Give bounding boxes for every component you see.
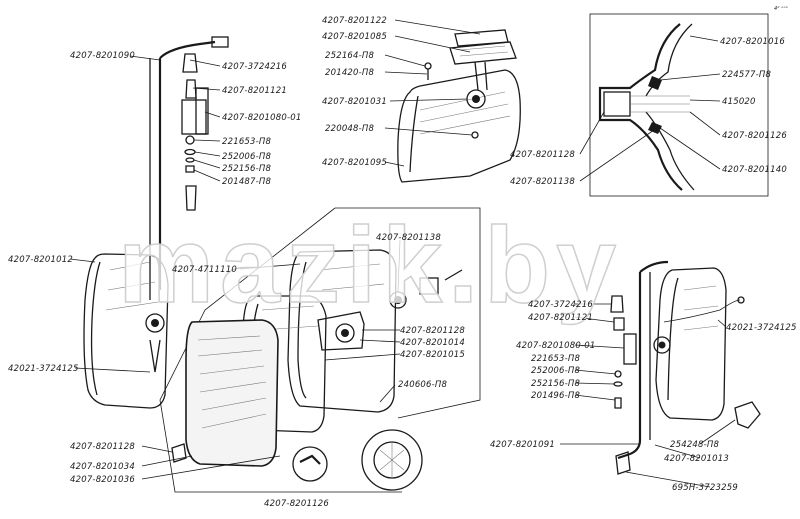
- label-cup-8201128: 4207-8201128: [510, 150, 575, 160]
- label-cup-8201128-b: 4207-8201128: [400, 326, 465, 336]
- left-plug: [211, 36, 229, 48]
- label-connector-695: 695Н-3723259: [672, 483, 738, 493]
- left-screw: [185, 135, 195, 145]
- right-ball-joint: [653, 336, 671, 354]
- left-clamp: [181, 99, 207, 135]
- corner-mark: 4ᵈ ᵒᵒᵒ: [774, 6, 788, 12]
- label-washer-252006: 252006-П8: [222, 152, 272, 162]
- center-frame: [241, 295, 327, 433]
- label-mirror-left: 4207-8201012: [8, 255, 73, 265]
- right-plug: [615, 451, 631, 475]
- label-screw-221653-r: 221653-П8: [531, 354, 581, 364]
- label-bolt-201420: 201420-П8: [325, 68, 375, 78]
- label-cap-254248: 254248-П8: [670, 440, 720, 450]
- label-cable-left: 42021-3724125: [8, 364, 79, 374]
- label-body-8201014: 4207-8201014: [400, 338, 465, 348]
- center-exploded-assembly: [159, 207, 481, 493]
- label-bushing-top: 4207-8201121: [222, 86, 287, 96]
- label-wire-4711110: 4207-4711110: [172, 265, 237, 275]
- section-housing: [598, 23, 683, 191]
- left-lower-bushing: [185, 185, 197, 211]
- right-cable: [663, 299, 741, 323]
- label-ball-8201126: 4207-8201126: [722, 131, 787, 141]
- label-cable-right: 42021-3724125: [726, 323, 797, 333]
- label-sleeve-right: 4207-3724216: [528, 300, 593, 310]
- label-washer-252156-r: 252156-П8: [531, 379, 581, 389]
- left-mirror-housing: [83, 253, 169, 409]
- label-clamp-top: 4207-8201080-01: [222, 113, 301, 123]
- label-bracket-right: 4207-8201091: [490, 440, 555, 450]
- label-clamp-right: 4207-8201080-01: [516, 341, 595, 351]
- label-spring-224577: 224577-П8: [722, 70, 772, 80]
- label-washer-252156: 252156-П8: [222, 164, 272, 174]
- watermark: mazik.by: [118, 204, 622, 325]
- label-bracket-top: 4207-8201090: [70, 51, 135, 61]
- label-stop-8201013: 4207-8201013: [664, 454, 729, 464]
- label-heater-8201126: 4207-8201126: [264, 499, 329, 509]
- right-connector: [734, 401, 761, 429]
- label-housing-8201016: 4207-8201016: [720, 37, 785, 47]
- cross-section-detail: [589, 13, 769, 197]
- center-mirror-glass: [185, 319, 279, 467]
- label-glass-8201034: 4207-8201034: [70, 462, 135, 472]
- center-clip: [171, 443, 187, 463]
- label-washer-252006-r: 252006-П8: [531, 366, 581, 376]
- left-bushing: [185, 79, 197, 99]
- top-mirror-housing: [397, 69, 521, 183]
- label-screw-221653: 221653-П8: [222, 137, 272, 147]
- left-mirror-assembly: [83, 36, 229, 409]
- label-housing-8201095: 4207-8201095: [322, 158, 387, 168]
- label-ring-8201138-b: 4207-8201138: [376, 233, 441, 243]
- seal-detail: [292, 446, 328, 482]
- label-screw-240606: 240606-П8: [398, 380, 448, 390]
- label-clip-415020: 415020: [722, 97, 756, 107]
- center-back-housing: [287, 249, 397, 413]
- label-nut-201487: 201487-П8: [222, 177, 272, 187]
- right-bracket-arm: [617, 260, 669, 460]
- right-mirror-assembly: [610, 260, 761, 475]
- label-sleeve-top: 4207-3724216: [222, 62, 287, 72]
- left-bracket-arm: [158, 40, 216, 290]
- label-frame-8201015: 4207-8201015: [400, 350, 465, 360]
- label-bushing-right: 4207-8201121: [528, 313, 593, 323]
- label-heater-8201140: 4207-8201140: [722, 165, 787, 175]
- label-hinge-8201031: 4207-8201031: [322, 97, 387, 107]
- label-holder-8201122: 4207-8201122: [322, 16, 387, 26]
- right-clamp: [623, 333, 637, 365]
- label-ring-8201138: 4207-8201138: [510, 177, 575, 187]
- center-cup: [419, 277, 439, 295]
- group-bracket-line: [335, 207, 481, 419]
- part-labels: 4207-8201090 4207-3724216 4207-8201121 4…: [8, 16, 797, 509]
- label-holder-8201085: 4207-8201085: [322, 32, 387, 42]
- center-ball-joint: [335, 323, 355, 343]
- top-holder-assembly: [397, 29, 521, 183]
- leader-lines: [69, 19, 736, 488]
- label-screw-220048: 220048-П8: [325, 124, 375, 134]
- label-seal-8201036: 4207-8201036: [70, 475, 135, 485]
- heater-detail: [361, 429, 423, 491]
- top-washer: [424, 62, 432, 70]
- right-mirror-housing: [655, 267, 727, 421]
- label-nut-201496: 201496-П8: [531, 391, 581, 401]
- label-washer-252164: 252164-П8: [325, 51, 375, 61]
- section-frame: [589, 13, 769, 197]
- left-ball-joint: [145, 313, 165, 333]
- label-clip-8201128: 4207-8201128: [70, 442, 135, 452]
- left-sleeve: [182, 53, 198, 73]
